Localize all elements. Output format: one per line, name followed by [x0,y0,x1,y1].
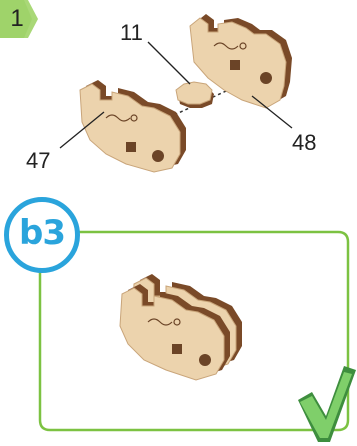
leader-line-11 [147,41,191,85]
step-number: 1 [10,5,24,32]
checkmark-icon [298,366,356,442]
badge-circle [4,197,80,273]
result-frame [38,230,350,432]
part-label-47: 47 [26,148,51,173]
part-label-48: 48 [292,130,317,155]
assembled-piece-illustration [119,274,242,381]
step-tab-arrow-icon [0,0,38,38]
part-48-illustration [189,14,292,109]
part-47-illustration [79,80,186,173]
leader-line-47 [59,111,105,149]
part-label-11: 11 [120,20,143,45]
leader-line-48 [251,95,293,129]
badge-label: b3 [19,213,66,253]
part-11-illustration [175,81,214,108]
